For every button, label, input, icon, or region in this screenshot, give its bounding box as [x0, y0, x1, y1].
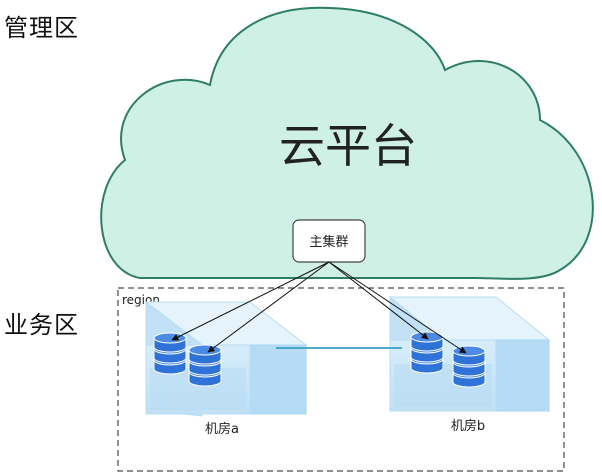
- arrow-cluster-to-db-b1: [328, 261, 429, 340]
- room-b-side-face: [495, 339, 550, 412]
- management-zone-label: 管理区: [4, 14, 79, 42]
- arrow-cluster-to-db-a2: [207, 261, 330, 353]
- database-icon-room-a-1: [153, 332, 187, 375]
- cloud-platform-title: 云平台: [279, 119, 417, 173]
- region-boundary: [117, 287, 565, 472]
- cloud-shape: [100, 6, 594, 280]
- database-icon-room-a-2: [188, 344, 222, 387]
- database-icon-room-b-1: [410, 331, 444, 374]
- business-zone-label: 业务区: [4, 311, 79, 339]
- arrow-cluster-to-db-a1: [171, 261, 330, 341]
- room-a-side-face: [249, 344, 307, 415]
- arrow-cluster-to-db-b2: [328, 261, 467, 354]
- room-b-label: 机房b: [451, 418, 485, 434]
- database-icon-room-b-2: [452, 345, 486, 388]
- main-cluster-label: 主集群: [309, 234, 348, 250]
- room-a-label: 机房a: [205, 421, 239, 437]
